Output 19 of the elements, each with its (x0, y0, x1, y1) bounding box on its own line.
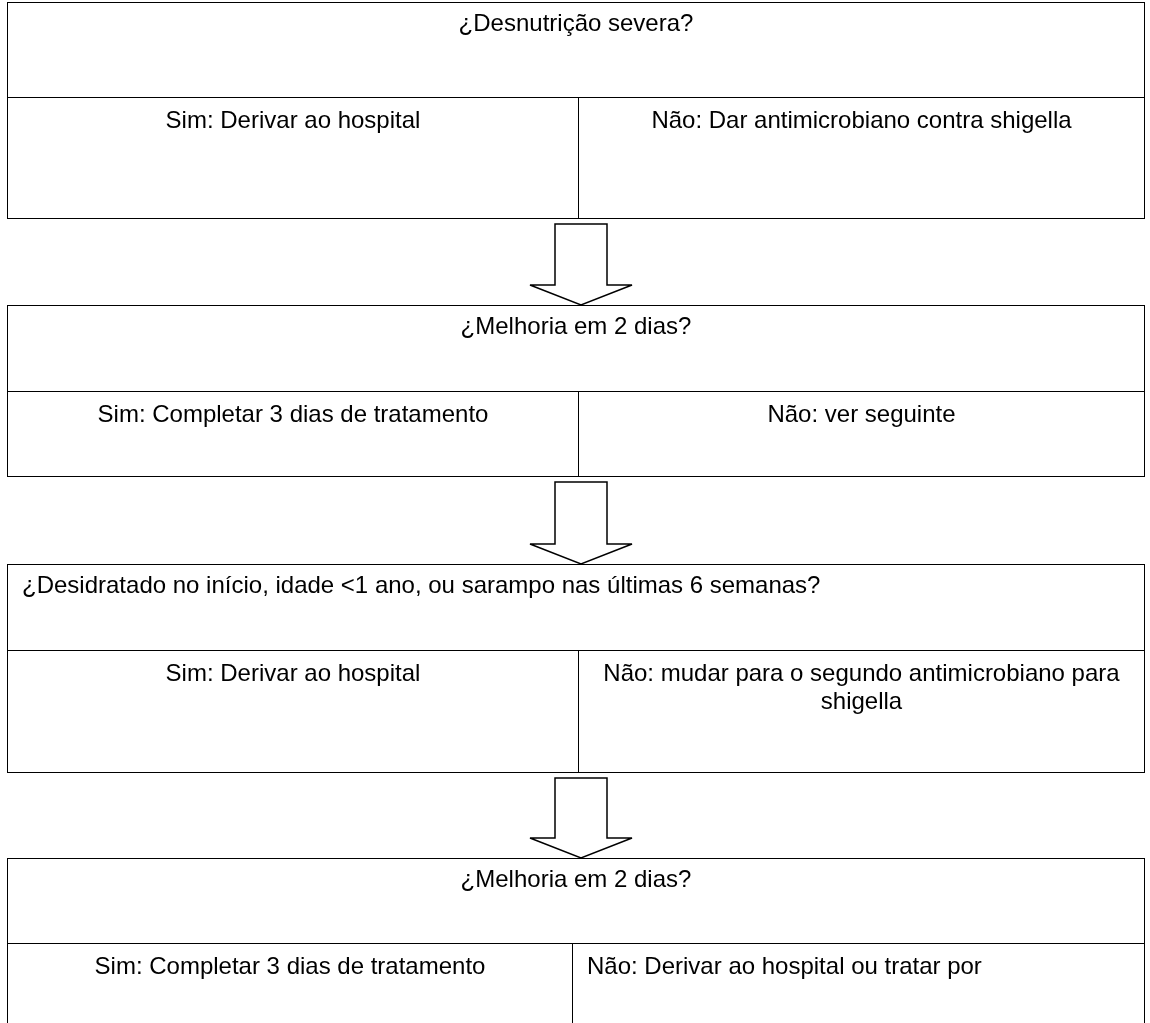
answer-cell: Não: ver seguinte (578, 390, 1144, 477)
question-text: ¿Melhoria em 2 dias? (460, 865, 692, 892)
table-box (7, 305, 1145, 477)
table-box (7, 858, 1145, 1023)
question-text: ¿Desidratado no início, idade <1 ano, ou sarampo nas últimas 6 semanas? (22, 571, 821, 598)
question-text: ¿Melhoria em 2 dias? (460, 312, 692, 339)
answer-cell: Não: mudar para o segundo antimicrobiano para shigella (578, 649, 1144, 773)
answer-cell: Sim: Completar 3 dias de tratamento (8, 390, 578, 477)
block-arrow (529, 223, 633, 306)
answer-cell: Sim: Derivar ao hospital (8, 96, 578, 219)
block-arrow (529, 777, 633, 859)
answer-cell: Sim: Completar 3 dias de tratamento (8, 942, 572, 1023)
answer-cell: Não: Derivar ao hospital ou tratar por (572, 942, 1144, 1023)
table-box (7, 564, 1145, 773)
question-text: ¿Desnutrição severa? (458, 9, 694, 36)
block-arrow (529, 481, 633, 565)
answer-cell: Sim: Derivar ao hospital (8, 649, 578, 773)
table-box (7, 2, 1145, 219)
answer-cell: Não: Dar antimicrobiano contra shigella (578, 96, 1144, 219)
